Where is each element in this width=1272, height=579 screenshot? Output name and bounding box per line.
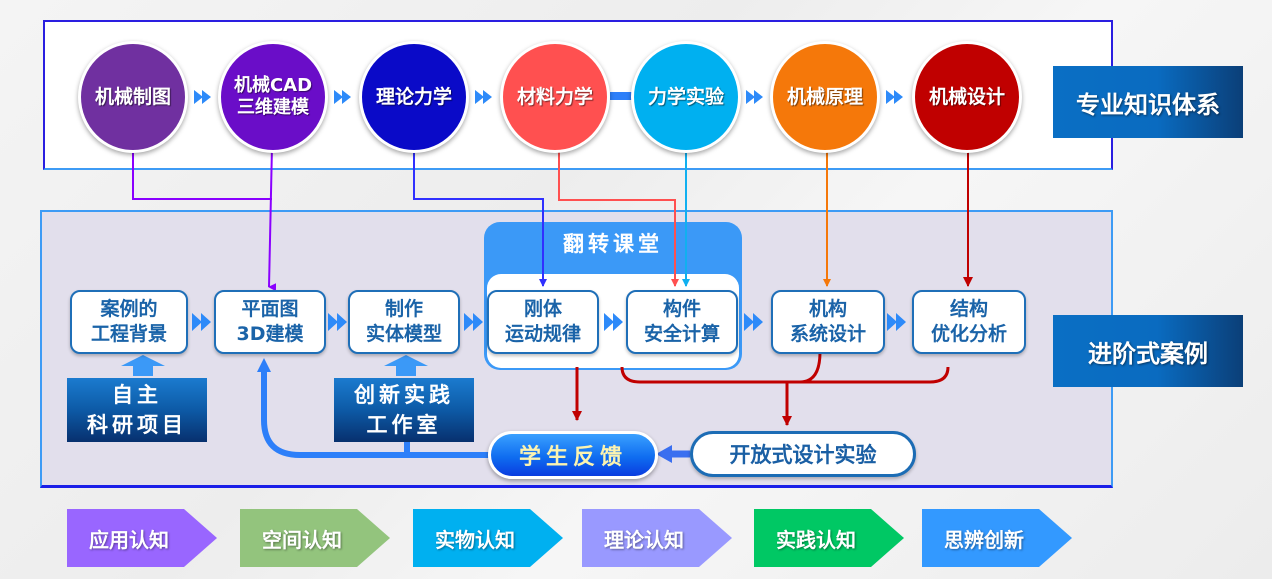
open-design-experiment-pill: 开放式设计实验 (690, 431, 916, 477)
course-label: 机械设计 (928, 86, 1005, 108)
innovation-studio-box: 创新实践 工作室 (334, 378, 474, 442)
stage-label: 理论认知 (604, 527, 684, 552)
stage-spatial-cognition: 空间认知 (240, 509, 390, 567)
node-physical-model: 制作 实体模型 (348, 290, 460, 354)
research-project-box: 自主 科研项目 (67, 378, 207, 442)
flip-classroom-title: 翻转课堂 (563, 232, 663, 256)
stage-critical-innovation: 思辨创新 (922, 509, 1072, 567)
course-circle-mechanical-design: 机械设计 (912, 41, 1022, 153)
stage-label: 应用认知 (89, 527, 169, 552)
support-line: 工作室 (366, 413, 442, 437)
course-circle-theoretical-mechanics: 理论力学 (359, 41, 469, 153)
stage-theory-cognition: 理论认知 (582, 509, 732, 567)
node-line: 运动规律 (504, 323, 581, 345)
node-line: 制作 (384, 298, 423, 320)
course-circle-materials-mechanics: 材料力学 (500, 41, 610, 153)
node-line: 构件 (662, 298, 701, 320)
stage-application-cognition: 应用认知 (67, 509, 217, 567)
node-line: 刚体 (523, 298, 562, 320)
stage-label: 思辨创新 (944, 527, 1024, 552)
support-line: 科研项目 (87, 413, 187, 437)
node-engineering-background: 案例的 工程背景 (70, 290, 188, 354)
node-mechanism-design: 机构 系统设计 (771, 290, 885, 354)
node-line: 3D建模 (236, 323, 304, 345)
course-label: 理论力学 (375, 86, 452, 108)
node-line: 安全计算 (643, 323, 720, 345)
node-line: 结构 (949, 298, 988, 320)
node-rigid-body-motion: 刚体 运动规律 (487, 290, 599, 354)
node-line: 系统设计 (789, 323, 866, 345)
support-line: 自主 (112, 383, 162, 407)
student-feedback-pill: 学生反馈 (488, 431, 658, 479)
stage-label: 实物认知 (435, 527, 515, 552)
node-3d-modeling: 平面图 3D建模 (214, 290, 326, 354)
course-label: 力学实验 (647, 86, 724, 108)
progressive-cases-label: 进阶式案例 (1053, 315, 1243, 387)
node-line: 实体模型 (365, 323, 442, 345)
node-line: 案例的 (100, 298, 158, 320)
stage-practice-cognition: 实践认知 (754, 509, 904, 567)
course-circle-mechanical-drawing: 机械制图 (78, 41, 188, 153)
course-circle-mechanical-principles: 机械原理 (770, 41, 880, 153)
node-line: 优化分析 (930, 323, 1007, 345)
course-label: 机械原理 (786, 86, 863, 108)
node-structure-optimization: 结构 优化分析 (912, 290, 1026, 354)
knowledge-system-label: 专业知识体系 (1053, 66, 1243, 138)
node-line: 机构 (808, 298, 847, 320)
node-line: 平面图 (241, 298, 299, 320)
course-circle-mechanics-experiment: 力学实验 (631, 41, 741, 153)
stage-physical-cognition: 实物认知 (413, 509, 563, 567)
course-circle-cad-3d: 机械CAD 三维建模 (218, 41, 328, 153)
course-label: 材料力学 (516, 86, 593, 108)
course-label: 机械制图 (94, 86, 171, 108)
node-line: 工程背景 (90, 323, 167, 345)
node-component-safety: 构件 安全计算 (626, 290, 738, 354)
stage-label: 空间认知 (262, 527, 342, 552)
support-line: 创新实践 (354, 383, 454, 407)
stage-label: 实践认知 (776, 527, 856, 552)
course-label: 机械CAD 三维建模 (233, 75, 313, 118)
